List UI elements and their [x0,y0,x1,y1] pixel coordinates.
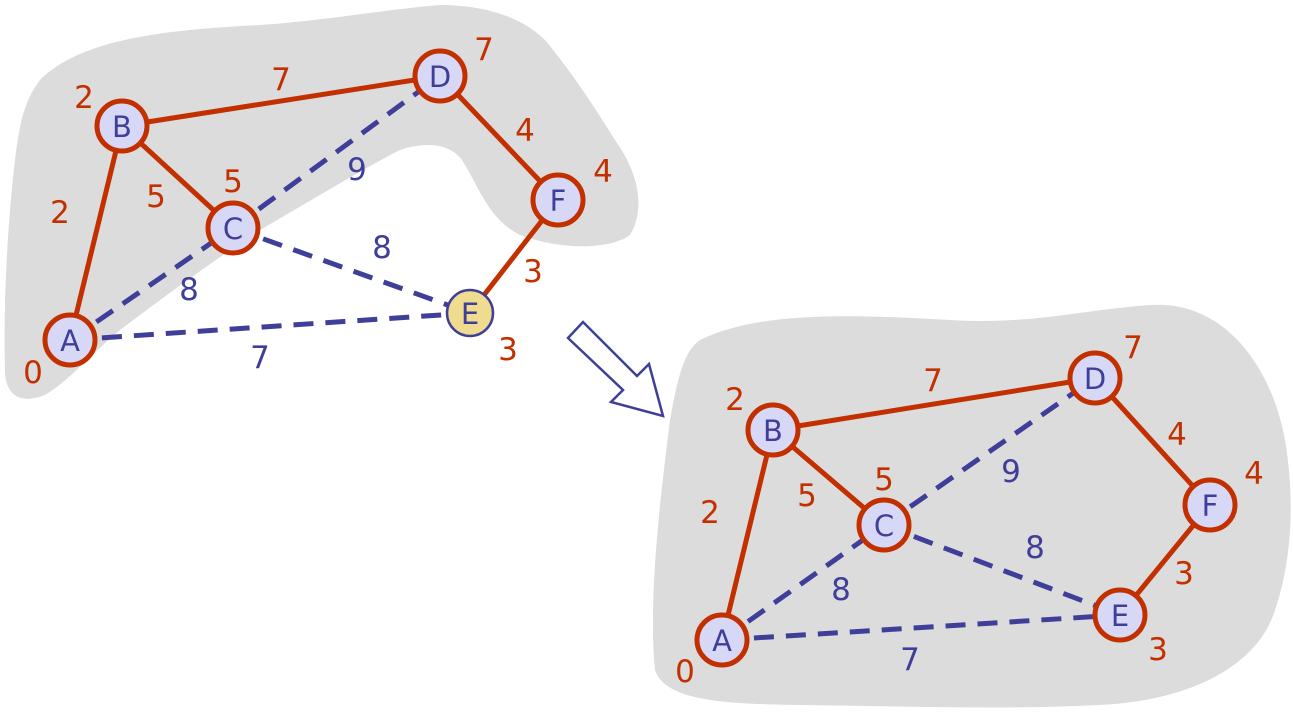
edge-weight-CD: 9 [347,152,367,188]
edge-weight-AC: 8 [179,272,199,308]
hollow-arrow-down-right-icon [566,320,665,418]
node-distance-D: 7 [474,32,494,68]
node-label-C: C [874,509,894,543]
node-label-E: E [461,297,479,331]
tree-edge-BD [121,73,441,129]
node-A [694,612,750,668]
node-distance-A: 0 [675,654,695,690]
edge-weight-BC: 5 [797,478,817,514]
candidate-edge-AC [720,522,886,643]
node-label-F: F [1202,489,1219,523]
edge-weight-DF: 4 [515,113,535,149]
tree-edge-DF [1093,376,1212,507]
node-label-D: D [1084,362,1106,396]
node-label-C: C [223,212,243,246]
node-label-B: B [763,414,783,448]
node-C [856,497,912,553]
edge-weight-AE: 7 [250,340,270,376]
edge-weight-FE: 3 [523,254,543,290]
node-distance-F: 4 [1244,456,1264,492]
node-label-D: D [429,60,451,94]
node-A [42,312,98,368]
cloud-before [4,5,639,399]
tree-edge-BD [772,375,1096,433]
edge-weight-DF: 4 [1167,417,1187,453]
edge-weight-BC: 5 [146,179,166,215]
edge-weight-BD: 7 [271,62,291,98]
edge-weight-AE: 7 [900,642,920,678]
node-D [1067,350,1123,406]
node-B [94,98,150,154]
edge-weight-BD: 7 [923,363,943,399]
node-label-A: A [60,324,80,358]
node-label-B: B [112,110,132,144]
node-distance-F: 4 [593,154,613,190]
candidate-edge-AE [69,310,471,343]
node-F [1182,477,1238,533]
node-B [745,402,801,458]
edge-weight-AB: 2 [50,195,70,231]
candidate-edge-CD [882,375,1097,528]
candidate-edge-CE [883,522,1121,618]
node-distance-A: 0 [23,355,43,391]
tree-edge-AB [719,429,776,641]
node-distance-E: 3 [498,332,518,368]
candidate-edge-CD [231,73,442,231]
edge-weight-CE: 8 [1025,530,1045,566]
candidate-edge-AC [68,225,235,343]
node-label-E: E [1111,599,1129,633]
node-label-F: F [550,184,567,218]
edge-weight-AB: 2 [700,495,720,531]
node-distance-D: 7 [1123,330,1143,366]
node-D [412,48,468,104]
node-F [530,172,586,228]
edge-weight-FE: 3 [1174,556,1194,592]
node-distance-C: 5 [874,462,894,498]
node-distance-B: 2 [74,80,94,116]
node-E [1092,587,1148,643]
tree-edge-DF [438,74,560,202]
edge-weight-AC: 8 [831,572,851,608]
node-distance-C: 5 [223,164,243,200]
node-label-A: A [712,624,732,658]
node-distance-B: 2 [725,382,745,418]
edge-weight-CE: 8 [372,230,392,266]
candidate-edge-AE [721,612,1121,643]
tree-edge-AB [67,125,125,341]
candidate-edge-CE [232,225,471,316]
edge-weight-CD: 9 [1001,454,1021,490]
node-E [445,288,495,338]
node-C [205,200,261,256]
node-distance-E: 3 [1148,632,1168,668]
